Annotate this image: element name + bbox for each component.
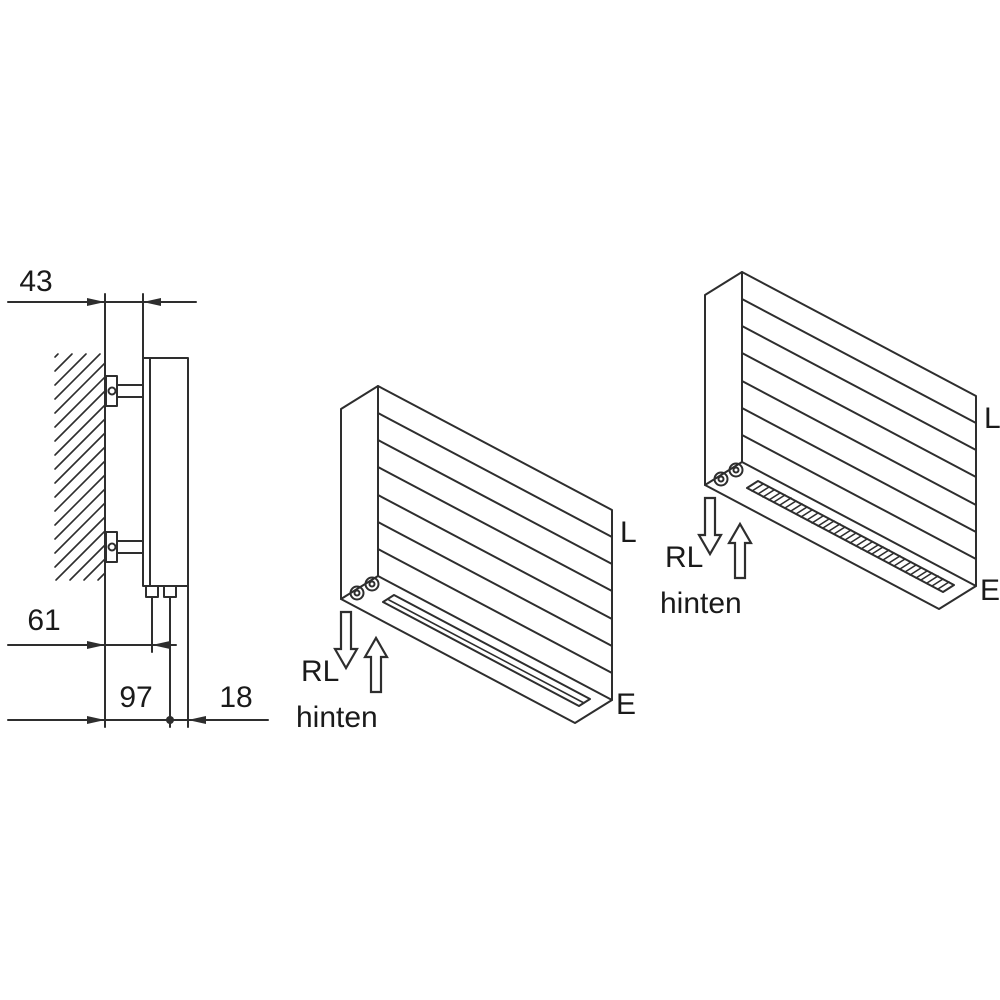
dim-arrow-right-icon: [87, 716, 105, 724]
bracket-bolt-icon: [107, 542, 117, 552]
dim-arrow-right-icon: [87, 641, 105, 649]
iso-view-bottom-grille: L E RL hinten: [660, 271, 1000, 620]
label-hinten: hinten: [296, 701, 378, 734]
dim-chain-dot: [166, 716, 174, 724]
supply-flow-up-arrow-icon: [363, 635, 389, 694]
label-e: E: [616, 688, 636, 721]
pipe-connections: [349, 576, 380, 601]
mounting-bracket-top: [105, 375, 144, 407]
pipe-stub-front: [163, 585, 177, 598]
label-rl: RL: [665, 541, 703, 574]
dimension-value-top: 43: [19, 265, 52, 298]
dim-arrow-left-icon: [188, 716, 206, 724]
dimension-value-bottom-middle: 97: [119, 681, 152, 714]
radiator-front-face: [741, 271, 977, 587]
dim-arrow-left-icon: [152, 641, 170, 649]
supply-flow-up-arrow-icon: [727, 521, 753, 580]
return-flow-down-arrow-icon: [697, 496, 723, 557]
dim-arrow-right-icon: [87, 298, 105, 306]
label-e: E: [980, 574, 1000, 607]
dimension-value-bottom-left: 61: [27, 604, 60, 637]
radiator-bottom-face: [704, 484, 977, 610]
label-rl: RL: [301, 655, 339, 688]
radiator-slat-lines: [741, 298, 977, 560]
radiator-end-face: [704, 271, 743, 486]
side-view-diagram: 43: [7, 265, 269, 728]
dim-arrow-left-icon: [143, 298, 161, 306]
grille-fins: [751, 483, 950, 590]
dimension-value-bottom-right: 18: [219, 681, 252, 714]
radiator-slat-lines: [377, 412, 613, 674]
label-l: L: [620, 516, 637, 549]
pipe-stub-back: [145, 585, 159, 598]
bracket-bolt-icon: [107, 386, 117, 396]
pipe-connections: [713, 462, 744, 487]
radiator-front-face: [377, 385, 613, 701]
bottom-grille: [746, 480, 955, 593]
label-l: L: [984, 402, 1000, 435]
return-flow-down-arrow-icon: [333, 610, 359, 671]
iso-view-bottom-slot: L E RL hinten: [296, 385, 637, 734]
mounting-bracket-bottom: [105, 531, 144, 563]
label-hinten: hinten: [660, 587, 742, 620]
wall-hatch: [54, 353, 106, 581]
radiator-end-face: [340, 385, 379, 600]
radiator-bottom-face: [340, 598, 613, 724]
bottom-air-slot: [382, 594, 591, 707]
